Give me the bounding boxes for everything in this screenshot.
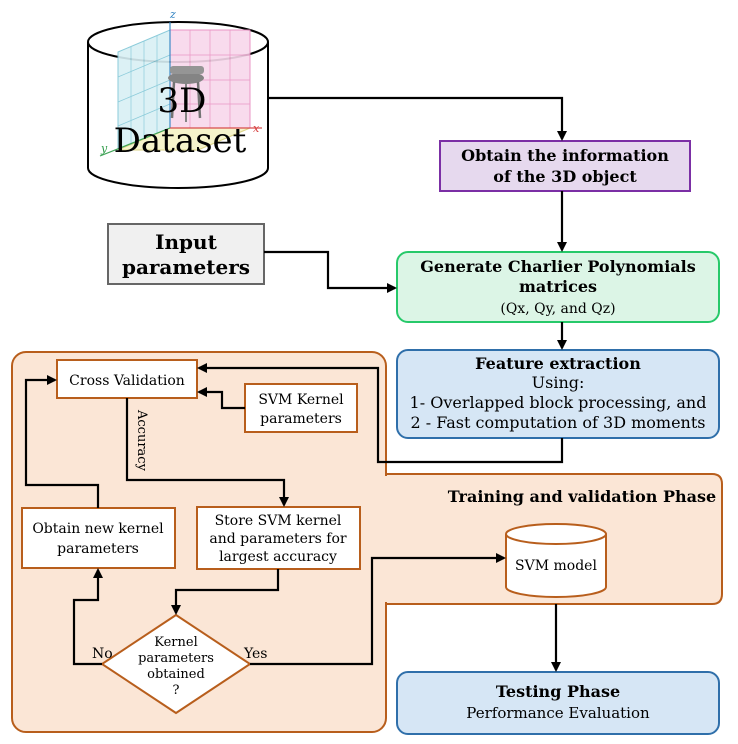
axis-y-label: y — [100, 142, 108, 155]
arrow-dataset-to-obtain — [268, 96, 567, 141]
svm-kernel-box — [244, 383, 358, 433]
training-phase-label: Training and validation Phase — [448, 487, 716, 506]
input-params-line1: Input — [155, 230, 217, 254]
decision-line1: Kernel — [154, 635, 198, 650]
decision-yes-label: Yes — [243, 646, 268, 662]
svm-kernel-line2: parameters — [260, 411, 342, 427]
feature-line1: Using: — [532, 373, 585, 392]
charlier-line1: Generate Charlier Polynomials — [420, 257, 696, 276]
dataset-cylinder: z x y 3D Dataset — [87, 8, 269, 189]
store-svm-line1: Store SVM kernel — [215, 513, 342, 529]
charlier-box — [396, 251, 720, 323]
cross-validation-label: Cross Validation — [69, 373, 185, 389]
feature-box — [396, 349, 720, 439]
arrow-store-to-decision — [171, 569, 280, 615]
svm-model-label: SVM model — [515, 558, 597, 574]
new-kernel-box — [21, 507, 176, 569]
store-svm-line3: largest accuracy — [219, 549, 337, 565]
decision-line4: ? — [173, 683, 180, 698]
input-params-line2: parameters — [122, 255, 250, 279]
arrow-newkernel-to-crossval — [24, 375, 100, 508]
new-kernel-line2: parameters — [57, 541, 139, 557]
feature-title: Feature extraction — [475, 354, 641, 373]
feature-line2: 1- Overlapped block processing, and — [410, 393, 707, 412]
accuracy-label: Accuracy — [134, 409, 149, 472]
obtain-info-line2: of the 3D object — [493, 167, 637, 186]
obtain-info-line1: Obtain the information — [461, 146, 669, 165]
connectors — [24, 96, 567, 672]
charlier-line2: matrices — [519, 277, 597, 296]
arrow-crossval-to-store — [125, 398, 289, 507]
dataset-label-line2: Dataset — [114, 121, 247, 161]
testing-title: Testing Phase — [496, 682, 620, 701]
dataset-label-line1: 3D — [158, 81, 207, 121]
new-kernel-line1: Obtain new kernel — [32, 521, 164, 537]
arrow-yes-to-svmmodel — [250, 553, 506, 666]
decision-diamond — [100, 613, 252, 715]
svm-model-cylinder: SVM model — [505, 523, 607, 598]
feature-line3: 2 - Fast computation of 3D moments — [410, 413, 705, 432]
arrow-input-to-charlier — [264, 250, 397, 293]
decision-line3: obtained — [147, 667, 205, 682]
arrow-no-to-newkernel — [72, 568, 103, 666]
svm-kernel-line1: SVM Kernel — [258, 392, 344, 408]
axis-z-label: z — [169, 8, 176, 21]
obtain-info-box — [439, 140, 691, 192]
charlier-line3: (Qx, Qy, and Qz) — [500, 301, 615, 317]
store-svm-line2: and parameters for — [209, 531, 347, 547]
grid-3d-icon — [99, 22, 262, 157]
decision-line2: parameters — [138, 651, 214, 666]
arrow-feature-to-crossval — [197, 363, 564, 464]
decision-no-label: No — [92, 646, 113, 662]
testing-subtitle: Performance Evaluation — [466, 704, 650, 722]
input-params-box — [107, 223, 265, 285]
arrow-kernel-to-crossval — [197, 387, 245, 410]
axis-x-label: x — [253, 122, 260, 135]
region-joint — [380, 476, 390, 602]
testing-box — [396, 671, 720, 735]
